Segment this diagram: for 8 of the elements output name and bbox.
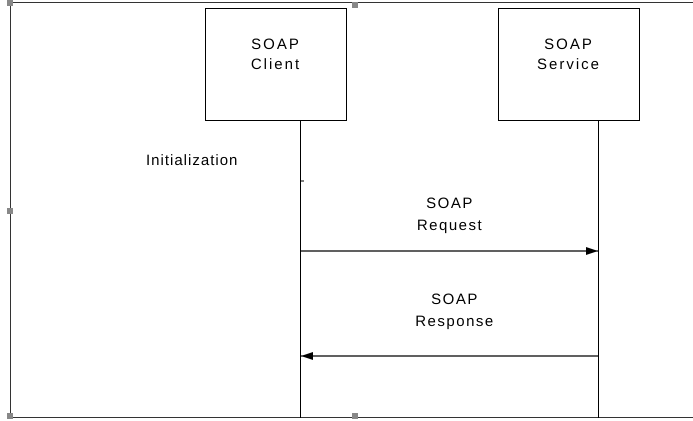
participant-name: SOAP Service <box>536 34 602 74</box>
participant-name: SOAP Client <box>250 34 302 74</box>
lifeline <box>598 121 599 418</box>
participant-box <box>205 8 347 121</box>
message-arrow <box>301 352 598 360</box>
participant-box <box>498 8 640 121</box>
message-arrow <box>301 247 598 255</box>
lifeline <box>300 121 301 418</box>
